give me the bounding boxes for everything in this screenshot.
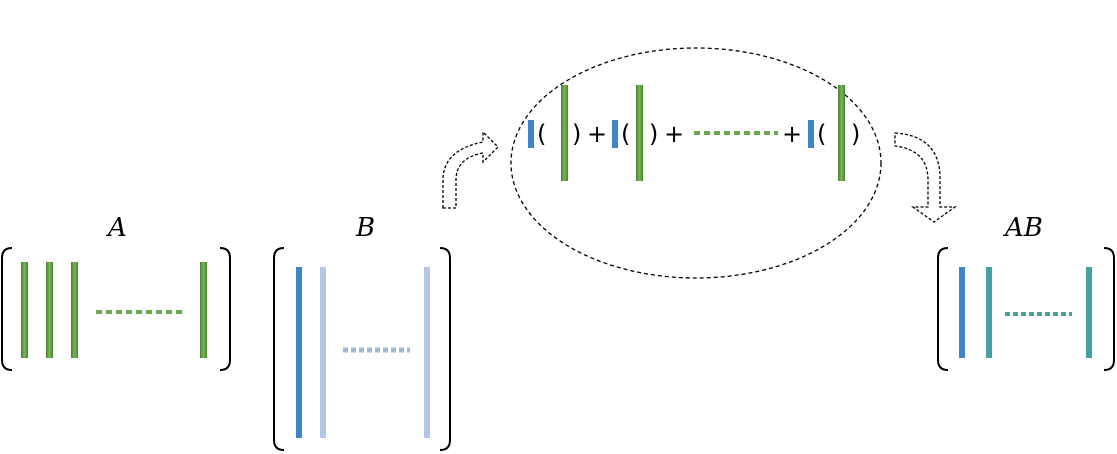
matrix-ab-column-1 xyxy=(959,267,965,358)
matrix-b-column-n xyxy=(424,267,430,438)
arrow-out-of-expansion xyxy=(894,132,958,223)
matrix-a-column-3 xyxy=(71,262,78,358)
plus-sign-2: + xyxy=(664,120,684,148)
matrix-b: B xyxy=(273,213,451,451)
term-2-open-paren: ( xyxy=(621,120,630,148)
term-2-column-a xyxy=(636,85,643,181)
term-n-scalar-b xyxy=(808,120,814,148)
term-n-open-paren: ( xyxy=(817,120,826,148)
matrix-a-column-1 xyxy=(21,262,28,358)
term-1-close-paren: ) xyxy=(572,120,581,148)
term-2-close-paren: ) xyxy=(649,120,658,148)
arrow-into-expansion xyxy=(442,130,499,209)
column-expansion-bubble: ( ) + ( ) + + ( ) xyxy=(510,47,882,279)
curved-arrow-down xyxy=(894,132,958,223)
matrix-b-right-bracket xyxy=(439,247,451,451)
curved-arrow-right xyxy=(442,130,499,209)
matrix-a-column-2 xyxy=(46,262,53,358)
matrix-a-label: A xyxy=(106,213,127,243)
term-1-open-paren: ( xyxy=(537,120,546,148)
term-2-scalar-b xyxy=(612,120,618,148)
matrix-ab: AB xyxy=(937,213,1115,371)
matrix-ab-label: AB xyxy=(1003,213,1043,243)
term-n-close-paren: ) xyxy=(851,120,860,148)
matrix-ab-column-n xyxy=(1086,267,1092,358)
matrix-ab-column-2 xyxy=(986,267,992,358)
matrix-b-label: B xyxy=(355,213,375,243)
dashed-ellipse xyxy=(510,47,882,279)
matrix-b-column-2 xyxy=(320,267,326,438)
plus-sign-1: + xyxy=(587,120,607,148)
matrix-b-column-1 xyxy=(296,267,302,438)
term-1-column-a xyxy=(561,85,568,181)
matrix-a-right-bracket xyxy=(219,247,231,371)
matrix-ab-right-bracket xyxy=(1103,247,1115,371)
plus-sign-3: + xyxy=(782,120,802,148)
matrix-a-left-bracket xyxy=(1,247,13,371)
matrix-ab-left-bracket xyxy=(937,247,949,371)
matrix-b-left-bracket xyxy=(273,247,285,451)
matrix-a: A xyxy=(1,213,231,371)
matrix-a-column-n xyxy=(200,262,207,358)
term-n-column-a xyxy=(838,85,845,181)
term-1-scalar-b xyxy=(528,120,534,148)
